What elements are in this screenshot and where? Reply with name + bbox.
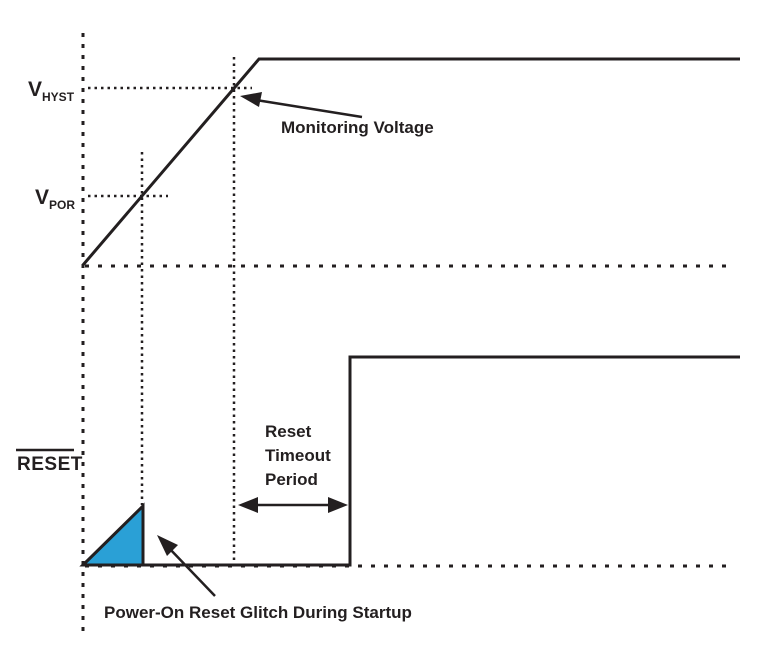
glitch-arrow-line [167, 546, 216, 597]
vhyst-subscript: HYST [42, 90, 75, 104]
reset-timeout-line1: Reset [265, 422, 312, 441]
vpor-label: VPOR [35, 186, 75, 212]
reset-timeout-arrow [238, 497, 348, 513]
glitch-label: Power-On Reset Glitch During Startup [104, 603, 412, 622]
reset-signal-label: RESET [17, 454, 83, 475]
monitoring-voltage-arrow [240, 92, 363, 119]
glitch-arrow [157, 535, 216, 597]
reset-timeout-label: Reset Timeout Period [265, 422, 331, 489]
reset-timeout-line3: Period [265, 470, 318, 489]
glitch-triangle [79, 502, 145, 567]
monitoring-voltage-label: Monitoring Voltage [281, 118, 434, 137]
monitoring-voltage-arrow-line [255, 98, 363, 119]
monitoring-voltage-arrowhead-icon [240, 92, 262, 107]
reset-timeout-line2: Timeout [265, 446, 331, 465]
reset-timeout-left-arrowhead-icon [238, 497, 258, 513]
monitoring-voltage-trace [81, 57, 740, 266]
vpor-symbol: V [35, 186, 49, 209]
vhyst-label: VHYST [28, 78, 75, 104]
reset-trace [143, 355, 740, 567]
vpor-subscript: POR [49, 198, 75, 212]
vhyst-symbol: V [28, 78, 42, 101]
glitch-arrowhead-icon [157, 535, 178, 556]
reset-timeout-right-arrowhead-icon [328, 497, 348, 513]
